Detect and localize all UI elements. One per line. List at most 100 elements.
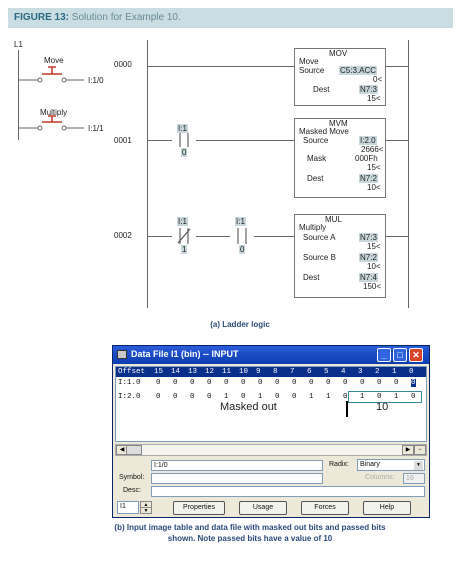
mvm-header: MVM bbox=[329, 119, 348, 128]
scroll-right-icon[interactable]: ▶ bbox=[402, 445, 414, 455]
spin-down-icon[interactable]: ▼ bbox=[140, 507, 152, 514]
bit-cell[interactable]: 0 bbox=[241, 393, 246, 401]
file-spinner[interactable]: I1 bbox=[117, 501, 139, 514]
bit-cell[interactable]: 0 bbox=[207, 379, 212, 387]
usage-button[interactable]: Usage bbox=[239, 501, 287, 515]
bit-cell[interactable]: 0 bbox=[224, 379, 229, 387]
mvm-mask-sub: 15< bbox=[367, 163, 381, 172]
bit-header: 1 bbox=[392, 368, 397, 376]
mvm-mask-value: 000Fh bbox=[355, 154, 378, 163]
bit-cell[interactable]: 1 bbox=[309, 393, 314, 401]
rung-0-out-wire bbox=[386, 66, 408, 67]
maximize-icon[interactable]: □ bbox=[393, 348, 407, 362]
bit-header: 14 bbox=[171, 368, 181, 376]
collapse-icon[interactable]: − bbox=[414, 445, 426, 455]
bit-cell[interactable]: 1 bbox=[394, 393, 399, 401]
address-field[interactable]: I:1/0 bbox=[151, 460, 323, 471]
mov-instruction-block[interactable]: MOV Move Source C5:3.ACC 0< Dest N7:3 15… bbox=[294, 48, 386, 106]
desc-label: Desc: bbox=[123, 487, 141, 494]
window-titlebar[interactable]: Data File I1 (bin) -- INPUT _ □ ✕ bbox=[113, 346, 429, 364]
left-power-rail bbox=[147, 40, 148, 308]
bit-cell[interactable]: 0 bbox=[411, 393, 416, 401]
radix-select[interactable]: Binary ▼ bbox=[357, 459, 425, 471]
scroll-thumb[interactable] bbox=[126, 445, 142, 455]
multiply-button-label: Multiply bbox=[40, 108, 68, 117]
bit-cell[interactable]: 0 bbox=[190, 379, 195, 387]
bit-header: 3 bbox=[358, 368, 363, 376]
multiply-pushbutton-symbol bbox=[18, 115, 84, 131]
spinner-value: I1 bbox=[120, 503, 126, 510]
bit-cell[interactable]: 0 bbox=[309, 379, 314, 387]
bit-header: 8 bbox=[273, 368, 278, 376]
bit-cell[interactable]: 0 bbox=[156, 379, 161, 387]
bit-cell[interactable]: 0 bbox=[156, 393, 161, 401]
close-icon[interactable]: ✕ bbox=[409, 348, 423, 362]
row-label-i1: I:1.0 bbox=[118, 379, 141, 387]
bit-cell[interactable]: 1 bbox=[258, 393, 263, 401]
bit-cell[interactable]: 0 bbox=[190, 393, 195, 401]
rung-1-contact-address: I:1 bbox=[177, 124, 188, 133]
mvm-instruction-block[interactable]: MVM Masked Move Source I:2.0 2666< Mask … bbox=[294, 118, 386, 198]
right-power-rail bbox=[408, 40, 409, 308]
xic-contact-symbol[interactable] bbox=[172, 132, 196, 148]
bit-cell[interactable]: 0 bbox=[258, 379, 263, 387]
bit-header: 6 bbox=[307, 368, 312, 376]
bit-cell[interactable]: 1 bbox=[360, 393, 365, 401]
mov-dest-label: Dest bbox=[313, 85, 330, 94]
multiply-input-address: I:1/1 bbox=[88, 124, 104, 133]
xic-contact-b-symbol[interactable] bbox=[230, 227, 254, 245]
columns-label: Columns: bbox=[365, 474, 395, 481]
bit-cell[interactable]: 0 bbox=[173, 379, 178, 387]
bit-cell[interactable]: 0 bbox=[241, 379, 246, 387]
bit-cell[interactable]: 0 bbox=[173, 393, 178, 401]
mul-source-b-value: N7:2 bbox=[359, 253, 378, 262]
bit-cell[interactable]: 0 bbox=[360, 379, 365, 387]
bit-cell[interactable]: 1 bbox=[224, 393, 229, 401]
horizontal-scrollbar[interactable]: ◀ ▶ − bbox=[115, 444, 427, 456]
mvm-dest-label: Dest bbox=[307, 174, 324, 183]
passed-bits-annotation: 10 bbox=[376, 401, 389, 413]
help-button[interactable]: Help bbox=[363, 501, 411, 515]
rung-2-contact-b-address: I:1 bbox=[235, 217, 246, 226]
data-file-app-icon bbox=[117, 350, 127, 359]
chevron-down-icon[interactable]: ▼ bbox=[414, 461, 423, 470]
symbol-field[interactable] bbox=[151, 473, 323, 484]
bit-cell[interactable]: 0 bbox=[377, 379, 382, 387]
minimize-icon[interactable]: _ bbox=[377, 348, 391, 362]
radix-value: Binary bbox=[360, 461, 380, 468]
bit-cell[interactable]: 1 bbox=[326, 393, 331, 401]
mul-instruction-block[interactable]: MUL Multiply Source A N7:3 15< Source B … bbox=[294, 214, 386, 298]
mvm-source-label: Source bbox=[303, 136, 329, 145]
xio-contact-symbol[interactable] bbox=[172, 227, 196, 245]
bit-cell[interactable]: 0 bbox=[292, 379, 297, 387]
bit-header: 11 bbox=[222, 368, 232, 376]
bit-cell[interactable]: 0 bbox=[411, 379, 416, 387]
bit-cell[interactable]: 0 bbox=[207, 393, 212, 401]
mov-dest-value: N7:3 bbox=[359, 85, 378, 94]
bit-cell[interactable]: 0 bbox=[275, 379, 280, 387]
mul-source-a-label: Source A bbox=[303, 233, 336, 242]
passed-bits-highlight bbox=[348, 391, 422, 403]
bit-cell[interactable]: 0 bbox=[292, 393, 297, 401]
mov-title: Move bbox=[299, 57, 319, 66]
bit-cell[interactable]: 0 bbox=[394, 379, 399, 387]
bit-header: 7 bbox=[290, 368, 295, 376]
bit-cell[interactable]: 0 bbox=[343, 379, 348, 387]
bit-cell[interactable]: 0 bbox=[326, 379, 331, 387]
bit-cell[interactable]: 0 bbox=[343, 393, 348, 401]
bit-cell[interactable]: 0 bbox=[275, 393, 280, 401]
caption-data-file: (b) Input image table and data file with… bbox=[114, 523, 386, 543]
bit-header: 4 bbox=[341, 368, 346, 376]
mvm-source-sub: 2666< bbox=[361, 145, 384, 154]
figure-label: FIGURE 13: bbox=[14, 12, 70, 23]
mul-source-a-value: N7:3 bbox=[359, 233, 378, 242]
forces-button[interactable]: Forces bbox=[301, 501, 349, 515]
mov-source-sub: 0< bbox=[373, 75, 383, 84]
bit-cell[interactable]: 0 bbox=[377, 393, 382, 401]
mov-header: MOV bbox=[329, 49, 348, 58]
properties-button[interactable]: Properties bbox=[173, 501, 225, 515]
desc-field[interactable] bbox=[151, 486, 425, 497]
offset-column-header: Offset bbox=[118, 368, 146, 376]
